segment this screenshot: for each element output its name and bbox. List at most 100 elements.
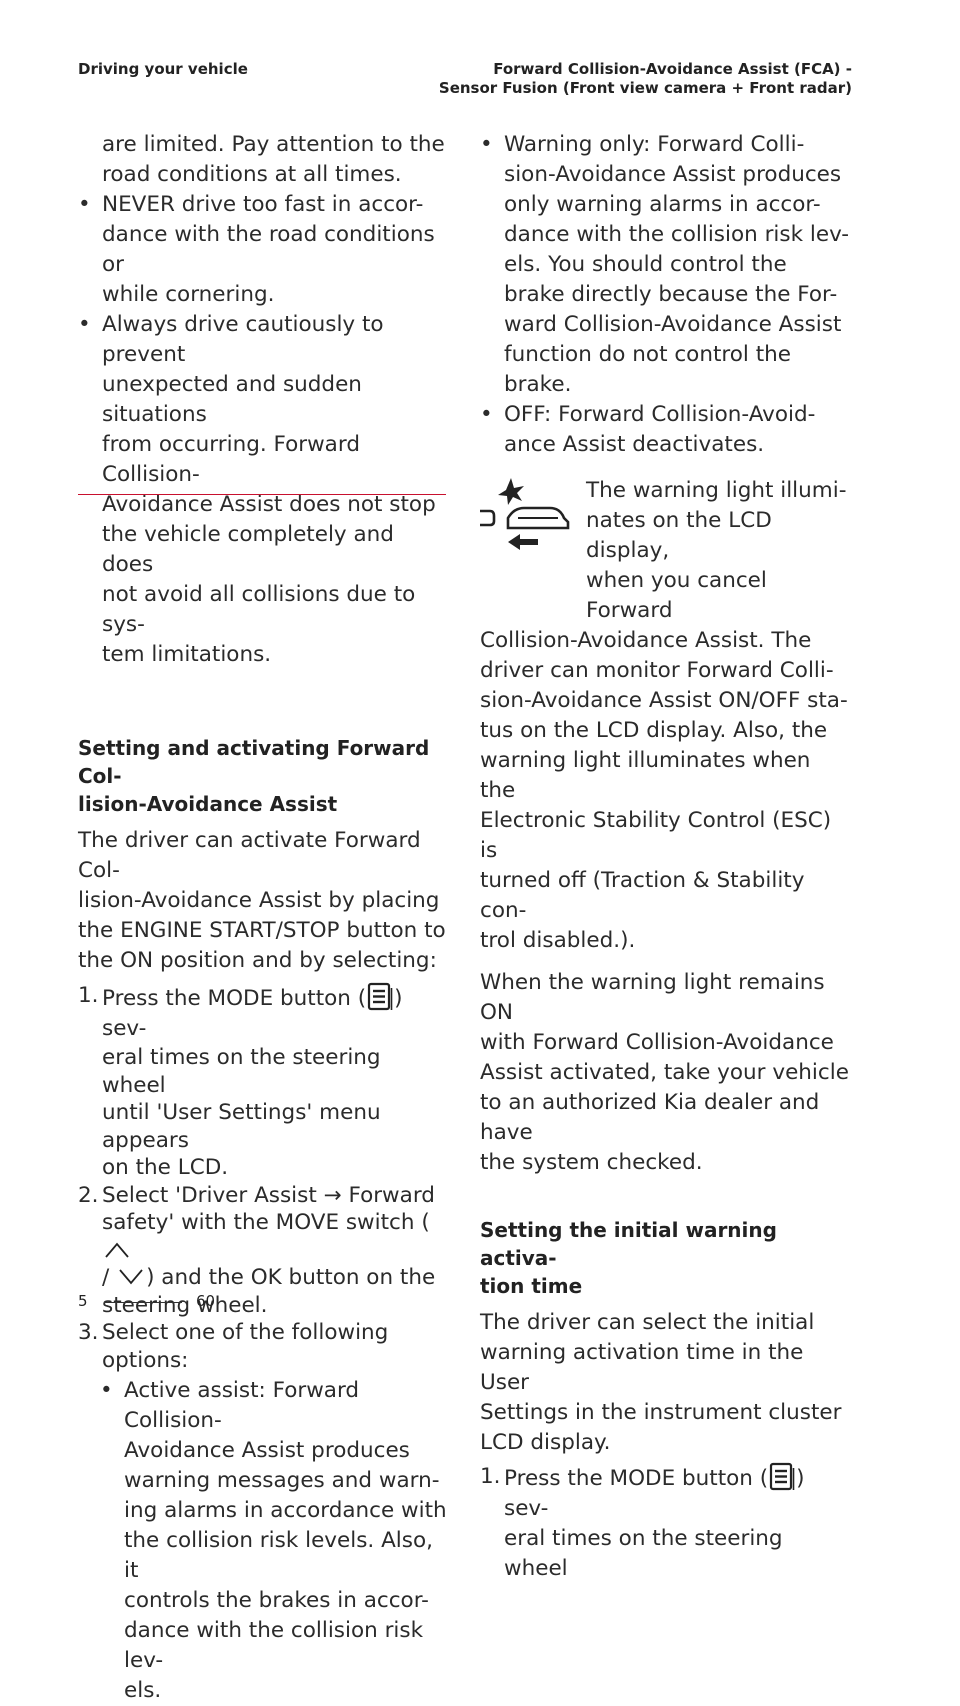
text-line: Warning only: Forward Colli- [504,132,805,157]
text-line: Always drive cautiously to prevent [102,312,384,367]
mode-button-icon [368,982,393,1011]
bullet-item: • NEVER drive too fast in accor- dance w… [78,190,450,310]
step-3: 3. Select one of the following options: [78,1319,450,1374]
text-fragment: Press the MODE button ( [504,1466,769,1491]
text-line: Collision-Avoidance Assist. The [480,628,812,653]
text-line: not avoid all collisions due to sys- [102,582,416,637]
heading-line: lision-Avoidance Assist [78,792,338,816]
heading-line: Setting and activating Forward Col- [78,736,430,788]
text-line: the collision risk levels. Also, it [124,1528,433,1583]
text-line: OFF: Forward Collision-Avoid- [504,402,816,427]
step-1: 1. Press the MODE button () sev- eral ti… [480,1462,852,1584]
text-line: trol disabled.). [480,928,636,953]
text-line: to an authorized Kia dealer and have [480,1090,820,1145]
text-fragment: Press the MODE button ( [102,986,367,1011]
step-number: 1. [78,983,99,1008]
icon-caption: The warning light illumi- nates on the L… [586,476,852,626]
text-line: The warning light illumi- [586,478,847,503]
text-line: dance with the road conditions or [102,222,435,277]
text-line: The driver can select the initial [480,1310,815,1335]
bullet-icon: • [78,312,91,337]
step-number: 2. [78,1182,99,1208]
paragraph: The driver can select the initial warnin… [480,1308,852,1458]
text-line: dance with the collision risk lev- [504,222,849,247]
text-line: are limited. Pay attention to the [102,132,445,157]
bullet-item: • OFF: Forward Collision-Avoid- ance Ass… [480,400,852,460]
bullet-item: • Always drive cautiously to prevent une… [78,310,450,670]
chevron-up-icon [105,1242,129,1258]
text-line: ance Assist deactivates. [504,432,765,457]
text-line: dance with the collision risk lev- [124,1618,424,1673]
text-line: brake. [504,372,572,397]
text-line: eral times on the steering wheel [102,1045,381,1098]
text-line: ing alarms in accordance with [124,1498,447,1523]
text-line: els. [124,1678,162,1703]
text-line: driver can monitor Forward Colli- [480,658,834,683]
text-line: Active assist: Forward Collision- [124,1378,360,1433]
text-line: with Forward Collision-Avoidance [480,1030,834,1055]
text-line: eral times on the steering wheel [504,1526,783,1581]
text-line: lision-Avoidance Assist by placing [78,888,440,913]
step-number: 3. [78,1320,99,1345]
step-1: 1. Press the MODE button () sev- eral ti… [78,982,450,1182]
chevron-down-icon [119,1269,143,1285]
text-line: only warning alarms in accor- [504,192,821,217]
text-line: nates on the LCD display, [586,508,772,563]
text-line: the ENGINE START/STOP button to [78,918,446,943]
text-line: sion-Avoidance Assist produces [504,162,842,187]
text-line: until 'User Settings' menu appears [102,1100,381,1153]
intro-continuation: are limited. Pay attention to the road c… [78,130,450,190]
text-fragment: ) sev- [102,986,403,1041]
bullet-icon: • [78,192,91,217]
sub-bullet-item: • Active assist: Forward Collision- Avoi… [100,1376,450,1706]
text-line: Select one of the following [102,1320,389,1345]
paragraph: Collision-Avoidance Assist. The driver c… [480,626,852,956]
text-line: the system checked. [480,1150,703,1175]
paragraph: When the warning light remains ON with F… [480,968,852,1178]
text-line: the vehicle completely and does [102,522,394,577]
left-column: are limited. Pay attention to the road c… [78,130,450,1706]
text-line: LCD display. [480,1430,611,1455]
text-line: from occurring. Forward Collision- [102,432,360,487]
header-topic-line-2: Sensor Fusion (Front view camera + Front… [438,79,852,97]
page-number: 60 [196,1292,216,1310]
section-heading: Setting the initial warning activa- tion… [480,1216,852,1300]
bullet-icon: • [480,132,493,157]
header-topic-title: Forward Collision-Avoidance Assist (FCA)… [439,60,852,98]
text-line: while cornering. [102,282,275,307]
text-line: Assist activated, take your vehicle [480,1060,849,1085]
header-topic-line-1: Forward Collision-Avoidance Assist (FCA)… [493,60,852,78]
step-number: 1. [480,1464,501,1489]
fca-warning-light-icon [480,478,570,550]
text-line: Avoidance Assist does not stop [102,492,436,517]
text-line: on the LCD. [102,1155,229,1180]
text-line: unexpected and sudden situations [102,372,362,427]
text-fragment: / [102,1265,117,1290]
section-divider [78,494,446,495]
text-line: els. You should control the [504,252,787,277]
step-2: 2. Select 'Driver Assist → Forward safet… [78,1182,450,1320]
section-heading: Setting and activating Forward Col- lisi… [78,734,450,818]
text-line: warning light illuminates when the [480,748,811,803]
bullet-icon: • [480,402,493,427]
text-line: Settings in the instrument cluster [480,1400,842,1425]
text-line: NEVER drive too fast in accor- [102,192,424,217]
footer-divider [104,1302,182,1303]
bullet-icon: • [100,1378,113,1403]
text-fragment: safety' with the MOVE switch ( [102,1210,430,1235]
mode-button-icon [770,1462,795,1491]
text-line: road conditions at all times. [102,162,402,187]
heading-line: Setting the initial warning activa- [480,1218,777,1270]
text-line: brake directly because the For- [504,282,838,307]
text-line: tus on the LCD display. Also, the [480,718,828,743]
text-line: tem limitations. [102,642,272,667]
text-line: warning activation time in the User [480,1340,804,1395]
text-line: warning messages and warn- [124,1468,440,1493]
text-line: ward Collision-Avoidance Assist [504,312,842,337]
text-line: function do not control the [504,342,791,367]
text-line: options: [102,1347,189,1373]
text-line: the ON position and by selecting: [78,948,437,973]
text-line: steering wheel. [102,1292,268,1318]
text-line: turned off (Traction & Stability con- [480,868,805,923]
text-fragment: ) and the OK button on the [146,1265,436,1290]
